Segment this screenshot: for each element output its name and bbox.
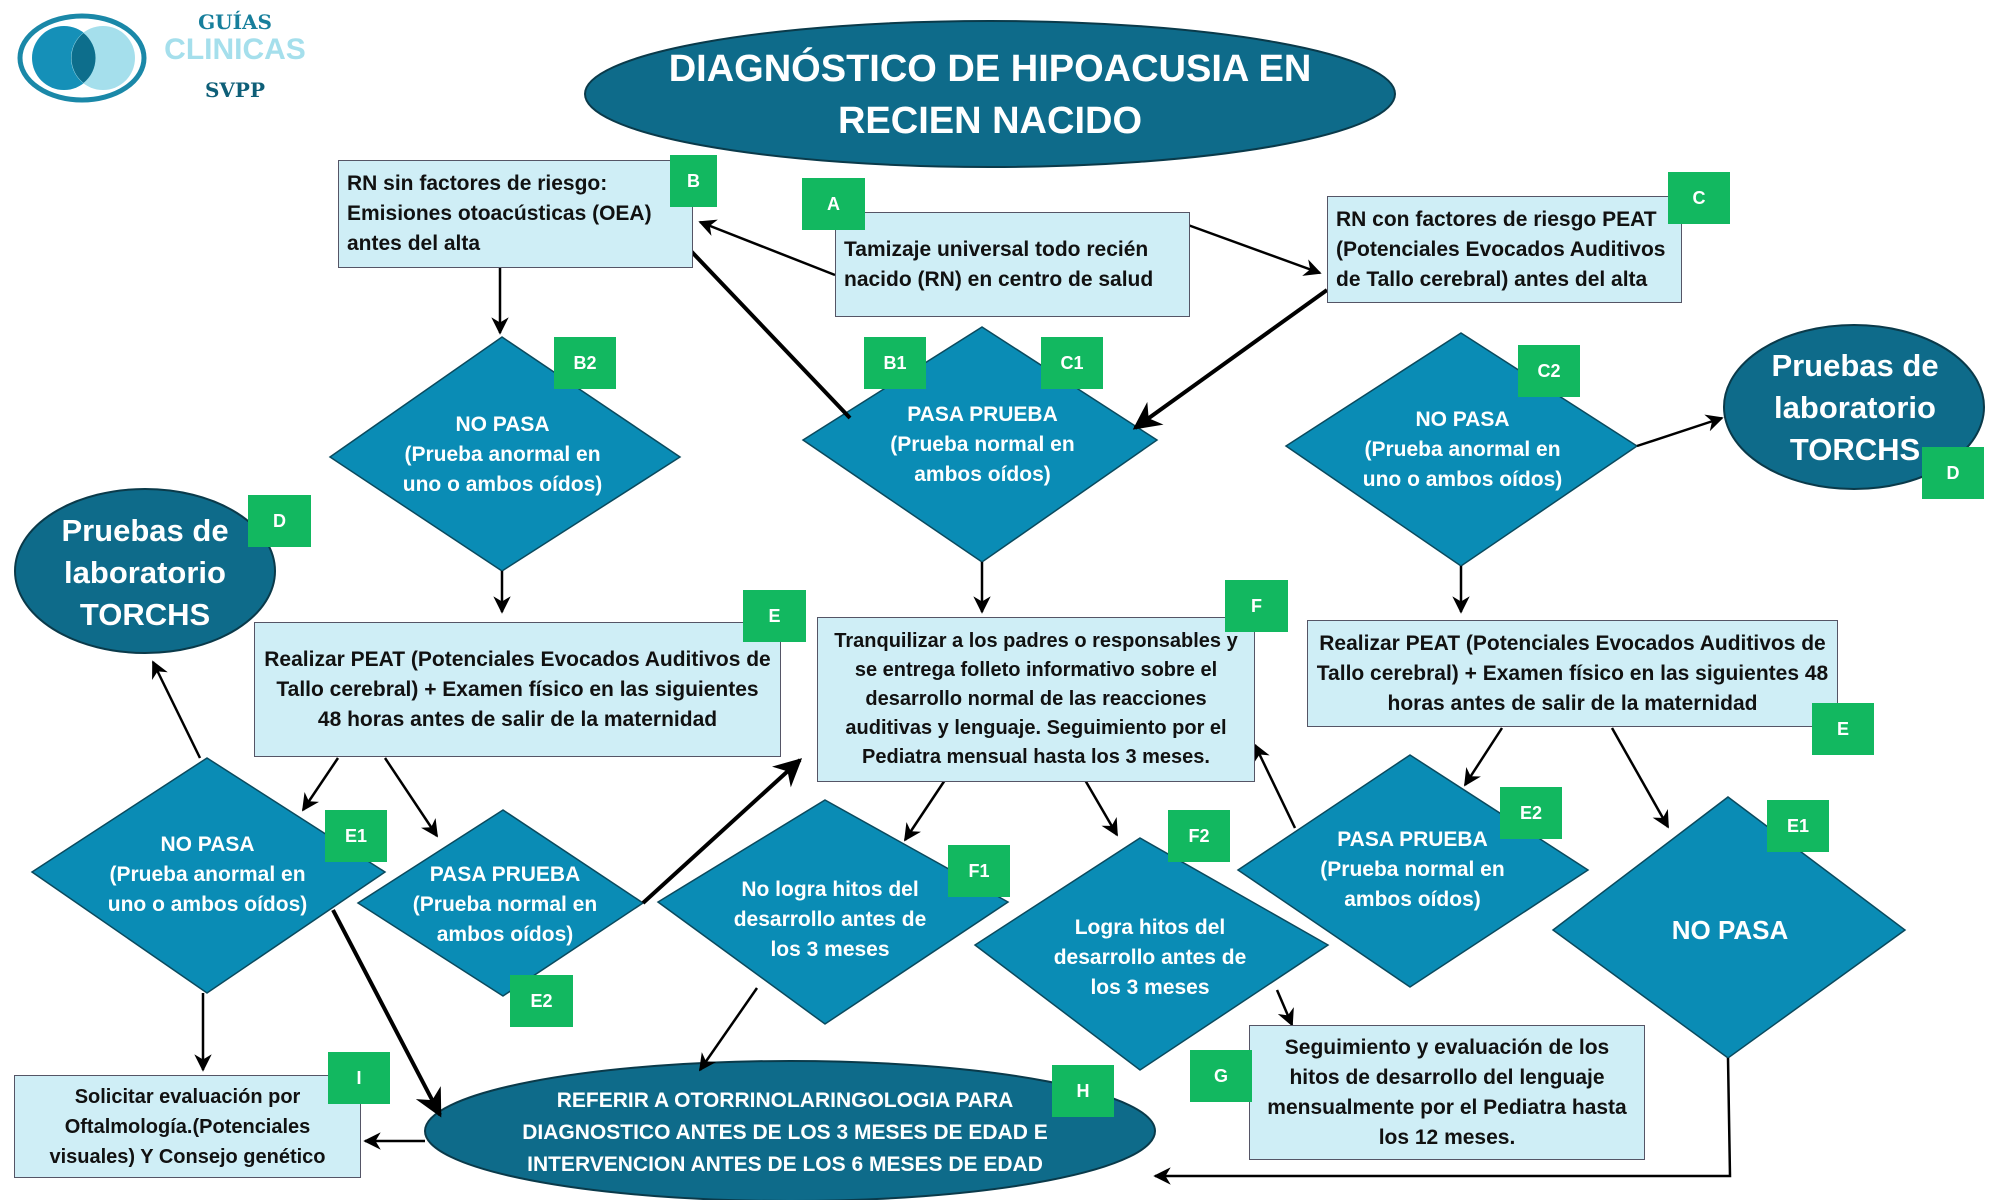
node-b-text: RN sin factores de riesgo: Emisiones oto… bbox=[347, 172, 652, 255]
tag-h: H bbox=[1052, 1065, 1114, 1117]
logo-line3: SVPP bbox=[204, 78, 266, 102]
tag-b: B bbox=[670, 155, 717, 207]
tag-e-left: E bbox=[743, 590, 806, 642]
tag-f2: F2 bbox=[1168, 810, 1230, 862]
node-c-text: RN con factores de riesgo PEAT (Potencia… bbox=[1336, 207, 1666, 291]
page-title: DIAGNÓSTICO DE HIPOACUSIA EN RECIEN NACI… bbox=[620, 35, 1360, 155]
logo-line1: GUÍAS bbox=[198, 10, 272, 34]
node-e-right-text: Realizar PEAT (Potenciales Evocados Audi… bbox=[1316, 631, 1829, 715]
node-e2-left-desc: (Prueba normal en ambos oídos) bbox=[412, 893, 598, 946]
arrow-e-to-e2-left bbox=[383, 757, 439, 838]
node-c2-text: NO PASA (Prueba anormal en uno o ambos oí… bbox=[1350, 400, 1575, 500]
arrow-e2r-to-f bbox=[1253, 743, 1297, 829]
h-ellipse bbox=[424, 1060, 1156, 1200]
logo-icon bbox=[17, 13, 147, 103]
node-b1c1-desc: (Prueba normal en ambos oídos) bbox=[890, 433, 1075, 486]
node-a-text: Tamizaje universal todo recién nacido (R… bbox=[844, 237, 1154, 291]
node-e2-right-desc: (Prueba normal en ambos oídos) bbox=[1320, 858, 1505, 911]
node-g-box: Seguimiento y evaluación de los hitos de… bbox=[1249, 1025, 1645, 1160]
arrow-f2-to-g bbox=[1275, 989, 1294, 1027]
node-b1c1-title: PASA PRUEBA bbox=[907, 403, 1058, 426]
arrow-e-to-e1-left bbox=[301, 757, 340, 812]
tag-e2-left: E2 bbox=[510, 975, 573, 1027]
arrow-f1-to-h bbox=[698, 987, 759, 1072]
node-e2-left-title: PASA PRUEBA bbox=[429, 863, 581, 886]
arrow-b-to-b1 bbox=[688, 248, 852, 420]
diamond-f2 bbox=[973, 837, 1330, 1071]
node-i-text: Solicitar evaluación por Oftalmología.(P… bbox=[49, 1085, 326, 1168]
tag-f: F bbox=[1225, 580, 1288, 632]
node-a-box: Tamizaje universal todo recién nacido (R… bbox=[835, 212, 1190, 317]
tag-c2: C2 bbox=[1518, 345, 1580, 397]
node-b2-title: NO PASA bbox=[455, 413, 550, 436]
node-e2-right-text: PASA PRUEBA (Prueba normal en ambos oídos… bbox=[1300, 820, 1525, 920]
tag-a: A bbox=[802, 178, 865, 230]
tag-c1: C1 bbox=[1041, 337, 1103, 389]
tag-d-left: D bbox=[248, 495, 311, 547]
tag-f1: F1 bbox=[948, 845, 1010, 897]
title-line1: DIAGNÓSTICO DE HIPOACUSIA EN bbox=[668, 48, 1312, 90]
arrow-a-to-c bbox=[1187, 223, 1322, 276]
tag-b1: B1 bbox=[864, 337, 926, 389]
tag-e2-right: E2 bbox=[1500, 787, 1562, 839]
node-e1-left-text: NO PASA (Prueba anormal en uno o ambos oí… bbox=[95, 825, 320, 925]
node-e-left-box: Realizar PEAT (Potenciales Evocados Audi… bbox=[254, 622, 781, 757]
tag-e-right: E bbox=[1812, 703, 1874, 755]
tag-e1-left: E1 bbox=[325, 810, 387, 862]
title-line2: RECIEN NACIDO bbox=[837, 100, 1143, 142]
node-b1c1-text: PASA PRUEBA (Prueba normal en ambos oídos… bbox=[870, 395, 1095, 495]
node-h-text: REFERIR A OTORRINOLARINGOLOGIA PARA DIAG… bbox=[522, 1088, 1048, 1176]
torchs-right-ellipse bbox=[1723, 324, 1985, 490]
node-d-left-text: Pruebas de laboratorio TORCHS bbox=[61, 512, 229, 632]
arrow-e1-to-d bbox=[151, 660, 202, 759]
tag-i: I bbox=[328, 1052, 390, 1104]
arrow-e2-to-f bbox=[641, 758, 803, 905]
node-f-box: Tranquilizar a los padres o responsables… bbox=[817, 617, 1255, 782]
tag-d-right: D bbox=[1922, 447, 1984, 499]
arrow-e1r-to-h bbox=[1153, 1057, 1732, 1185]
node-e1-right-text: NO PASA bbox=[1671, 915, 1789, 945]
tag-c: C bbox=[1668, 172, 1730, 224]
node-e2-left-text: PASA PRUEBA (Prueba normal en ambos oídos… bbox=[410, 855, 600, 955]
node-e1-left-title: NO PASA bbox=[160, 833, 255, 856]
node-d-right-text: Pruebas de laboratorio TORCHS bbox=[1771, 347, 1939, 467]
arrow-er-to-e2r bbox=[1463, 727, 1504, 787]
arrow-a-to-b bbox=[698, 219, 836, 277]
arrow-f-to-f1 bbox=[903, 779, 947, 842]
logo-line2: CLINICAS bbox=[164, 33, 306, 66]
node-f1-text: No logra hitos del desarrollo antes de l… bbox=[733, 878, 927, 961]
tag-e1-right: E1 bbox=[1767, 800, 1829, 852]
node-e-left-text: Realizar PEAT (Potenciales Evocados Audi… bbox=[264, 647, 771, 731]
node-c-box: RN con factores de riesgo PEAT (Potencia… bbox=[1327, 196, 1682, 303]
tag-b2: B2 bbox=[554, 337, 616, 389]
node-b2-text: NO PASA (Prueba anormal en uno o ambos oí… bbox=[390, 405, 615, 505]
node-f-text: Tranquilizar a los padres o responsables… bbox=[834, 630, 1238, 768]
tag-g: G bbox=[1190, 1050, 1252, 1102]
node-f2-text: Logra hitos del desarrollo antes de los … bbox=[1053, 916, 1247, 999]
node-c2-desc: (Prueba anormal en uno o ambos oídos) bbox=[1362, 438, 1563, 491]
connectors bbox=[151, 219, 1732, 1185]
torchs-left-ellipse bbox=[14, 488, 276, 654]
node-i-box: Solicitar evaluación por Oftalmología.(P… bbox=[14, 1075, 361, 1178]
arrow-e1-to-h bbox=[331, 909, 442, 1118]
diamond-f1 bbox=[656, 799, 1010, 1025]
arrow-c-to-c1 bbox=[1132, 288, 1329, 430]
node-e1-left-desc: (Prueba anormal en uno o ambos oídos) bbox=[107, 863, 308, 916]
arrow-c2-to-d bbox=[1636, 414, 1724, 448]
node-b-box: RN sin factores de riesgo: Emisiones oto… bbox=[338, 160, 693, 268]
node-b2-desc: (Prueba anormal en uno o ambos oídos) bbox=[402, 443, 603, 496]
node-g-text: Seguimiento y evaluación de los hitos de… bbox=[1267, 1035, 1627, 1149]
diamond-e2-left bbox=[356, 809, 645, 997]
node-e2-right-title: PASA PRUEBA bbox=[1337, 828, 1488, 851]
title-ellipse bbox=[584, 20, 1396, 168]
arrow-f-to-f2 bbox=[1083, 779, 1119, 837]
node-e-right-box: Realizar PEAT (Potenciales Evocados Audi… bbox=[1307, 620, 1838, 727]
arrow-er-to-e1r bbox=[1610, 727, 1670, 829]
node-c2-title: NO PASA bbox=[1415, 408, 1510, 431]
